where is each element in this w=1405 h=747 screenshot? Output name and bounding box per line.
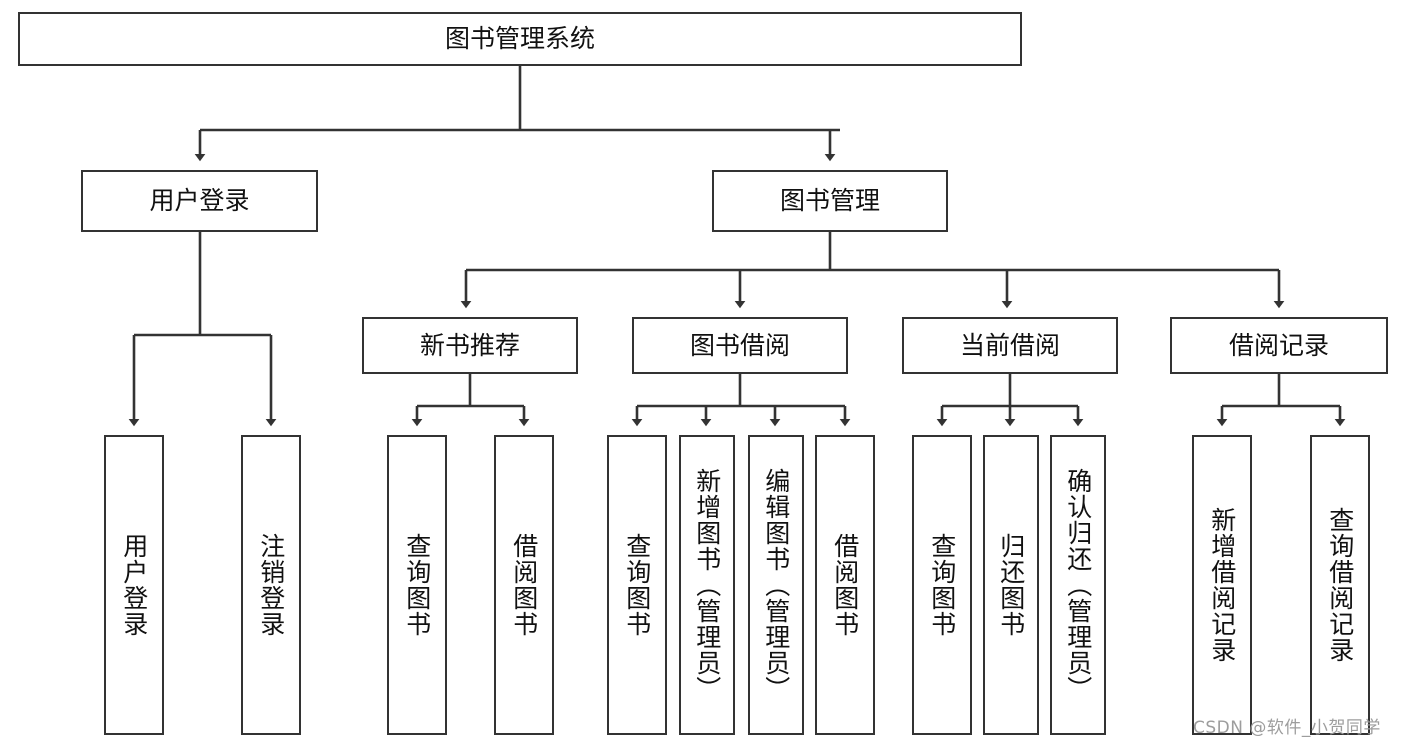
csdn-watermark: CSDN @软件_小贺同学 <box>1193 718 1381 738</box>
node-leaf-borrow-book-2-label: 借阅图书 <box>830 533 860 637</box>
node-user-login-label: 用户登录 <box>149 186 250 216</box>
node-leaf-confirm-return[interactable]: 确认归还（管理员） <box>1050 435 1106 735</box>
node-leaf-return-book-label: 归还图书 <box>996 533 1026 637</box>
node-borrow-record-label: 借阅记录 <box>1228 330 1329 360</box>
node-leaf-return-book[interactable]: 归还图书 <box>983 435 1039 735</box>
node-leaf-query-record[interactable]: 查询借阅记录 <box>1310 435 1370 735</box>
node-user-login[interactable]: 用户登录 <box>81 170 318 232</box>
node-leaf-confirm-return-label: 确认归还（管理员） <box>1063 468 1093 702</box>
node-leaf-add-record[interactable]: 新增借阅记录 <box>1192 435 1252 735</box>
node-leaf-add-book[interactable]: 新增图书（管理员） <box>679 435 735 735</box>
node-leaf-query-book-2[interactable]: 查询图书 <box>607 435 667 735</box>
node-leaf-query-book-1[interactable]: 查询图书 <box>387 435 447 735</box>
node-book-borrow-label: 图书借阅 <box>689 330 790 360</box>
node-leaf-user-login[interactable]: 用户登录 <box>104 435 164 735</box>
node-new-book-recommend-label: 新书推荐 <box>419 330 520 360</box>
node-root-label: 图书管理系统 <box>444 24 595 54</box>
node-leaf-query-book-1-label: 查询图书 <box>402 533 432 637</box>
node-leaf-edit-book-label: 编辑图书（管理员） <box>761 468 791 702</box>
node-leaf-borrow-book-1[interactable]: 借阅图书 <box>494 435 554 735</box>
node-book-manage[interactable]: 图书管理 <box>712 170 948 232</box>
node-book-borrow[interactable]: 图书借阅 <box>632 317 848 374</box>
node-leaf-add-record-label: 新增借阅记录 <box>1207 507 1237 663</box>
node-leaf-logout-login[interactable]: 注销登录 <box>241 435 301 735</box>
node-leaf-query-book-3[interactable]: 查询图书 <box>912 435 972 735</box>
node-leaf-add-book-label: 新增图书（管理员） <box>692 468 722 702</box>
node-current-borrow[interactable]: 当前借阅 <box>902 317 1118 374</box>
node-leaf-borrow-book-2[interactable]: 借阅图书 <box>815 435 875 735</box>
node-new-book-recommend[interactable]: 新书推荐 <box>362 317 578 374</box>
node-leaf-query-book-2-label: 查询图书 <box>622 533 652 637</box>
node-leaf-borrow-book-1-label: 借阅图书 <box>509 533 539 637</box>
node-borrow-record[interactable]: 借阅记录 <box>1170 317 1388 374</box>
node-leaf-query-record-label: 查询借阅记录 <box>1325 507 1355 663</box>
node-leaf-user-login-label: 用户登录 <box>119 533 149 637</box>
node-leaf-query-book-3-label: 查询图书 <box>927 533 957 637</box>
node-leaf-edit-book[interactable]: 编辑图书（管理员） <box>748 435 804 735</box>
node-root[interactable]: 图书管理系统 <box>18 12 1022 66</box>
node-leaf-logout-login-label: 注销登录 <box>256 533 286 637</box>
node-current-borrow-label: 当前借阅 <box>959 330 1060 360</box>
node-book-manage-label: 图书管理 <box>779 186 880 216</box>
